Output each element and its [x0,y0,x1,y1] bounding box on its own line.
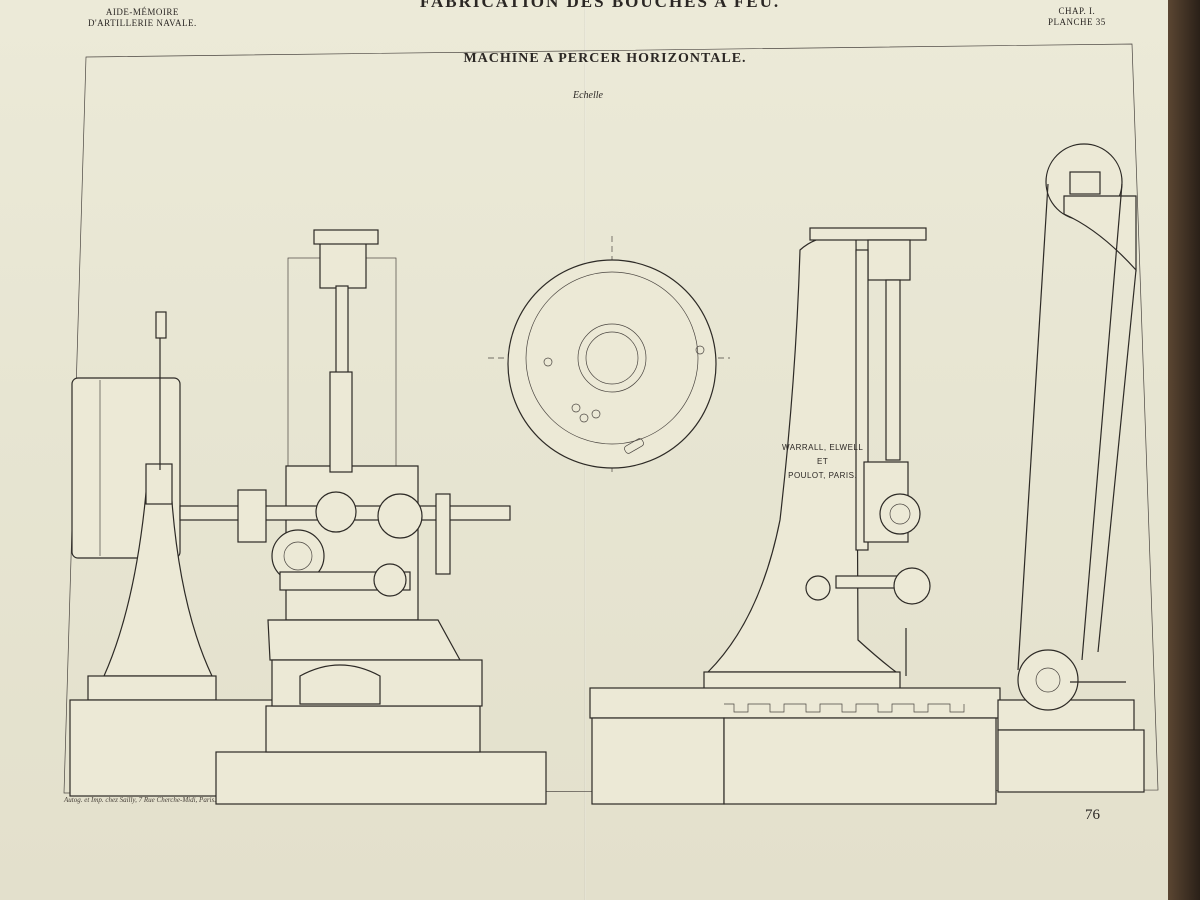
front-elevation-view [69,229,547,805]
engraver-credit: Autog. et Imp. chez Sailly, 7 Rue Cherch… [64,796,216,804]
maker-line3: POULOT, PARIS. [788,471,858,480]
plate-number-line: PLANCHE 35 [1048,17,1106,27]
plate-frame [63,43,1159,794]
table-background [1168,0,1200,900]
drill-head-hub [879,493,921,535]
series-title: FABRICATION DES BOUCHES A FEU. [419,0,781,11]
lower-pulley [1017,649,1079,711]
aide-memoire-line2: D'ARTILLERIE NAVALE. [88,18,197,28]
base-block-center [215,751,547,805]
aide-memoire-label: AIDE-MÉMOIRE D'ARTILLERIE NAVALE. [88,7,197,29]
scale-label: Echelle [573,90,603,101]
drive-belt [1017,183,1049,671]
aide-memoire-line1: AIDE-MÉMOIRE [105,7,179,17]
plate-title: MACHINE A PERCER HORIZONTALE. [463,51,747,66]
faceplate-disk [507,259,717,469]
page-number: 76 [1085,807,1100,823]
faceplate-view [488,236,730,476]
machine-bed [589,687,1001,719]
chapter-label: CHAP. I. PLANCHE 35 [1048,6,1106,28]
chapter-line: CHAP. I. [1058,6,1096,16]
maker-line2: ET [817,457,829,466]
maker-inscription: WARRALL, ELWELL ET POULOT, PARIS. [782,441,863,483]
side-elevation-view [589,143,1145,805]
maker-line1: WARRALL, ELWELL [782,443,864,452]
